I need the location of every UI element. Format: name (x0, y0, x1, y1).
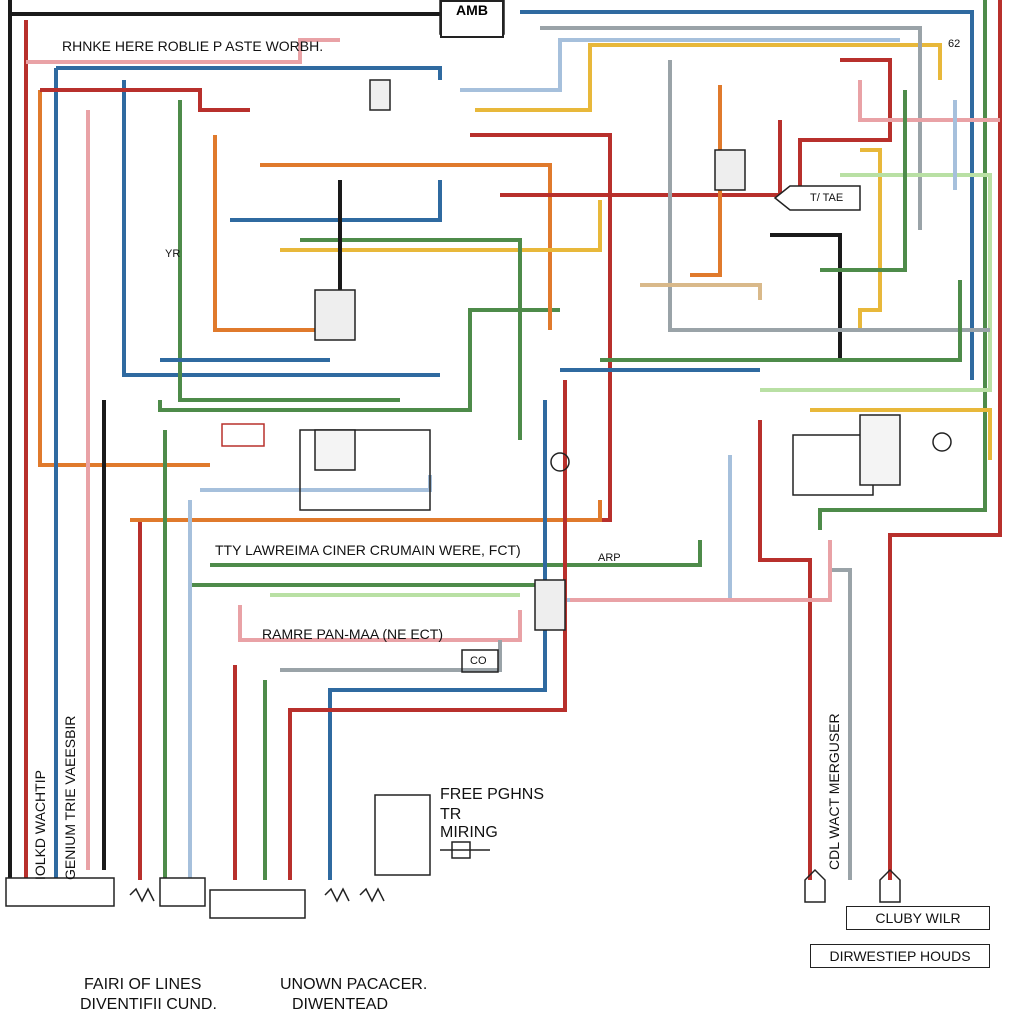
resistor-mid-1 (324, 887, 350, 903)
wire-orange-h1 (260, 163, 552, 330)
top-heading: RHNKE HERE ROBLIE P ASTE WORBH. (62, 38, 324, 54)
bottom-terminal-2 (159, 877, 206, 907)
wire-green-right2 (820, 90, 907, 272)
wire-lightblue-top (460, 38, 900, 92)
wire-pink-right (570, 540, 832, 602)
wire-lightblue-right (540, 455, 732, 602)
bulb-right-1 (804, 868, 826, 903)
wire-lightblue-center (200, 475, 432, 492)
yr-label: YR (165, 248, 181, 260)
connector-right-top (714, 149, 746, 191)
center-relay-inner (314, 429, 356, 471)
wire-red-big (500, 58, 892, 197)
wire-layer (8, 0, 1002, 880)
resistor-mid-2 (359, 887, 385, 903)
box-label-right-1: CLUBY WILR (846, 906, 990, 930)
wire-green-h2 (300, 238, 522, 440)
free-label-line1: FREE PGHNS (440, 786, 545, 803)
wire-pink-lower (238, 605, 522, 642)
wire-red-h3 (758, 420, 812, 880)
bottom-terminal-3 (209, 889, 306, 919)
footer-mid-line2: DIWENTEAD (292, 996, 388, 1013)
wire-yellow-h3 (810, 408, 992, 460)
gauge-symbol (550, 452, 570, 472)
footer-mid-line1: UNOWN PACACER. (280, 976, 428, 993)
brand-logo: AMB (440, 0, 504, 38)
wire-pink-h1 (26, 38, 340, 64)
wire-blue-top (56, 66, 442, 80)
footer-left-line1: FAIRI OF LINES (84, 976, 202, 993)
wire-orange-right (690, 85, 722, 277)
meter-symbol (932, 432, 952, 452)
wire-yellow-h1 (280, 200, 602, 252)
free-label-line3: MIRING (440, 824, 498, 841)
wire-pink-right2 (858, 80, 1000, 122)
wire-green-h3 (600, 280, 962, 362)
free-wiring-plug (451, 841, 471, 859)
wire-gray-lower (280, 640, 502, 672)
wire-gray-top-right (540, 26, 922, 230)
wire-yellow-top (475, 43, 942, 112)
red-fuse-box (221, 423, 265, 447)
wire-green-right (818, 0, 987, 530)
wire-gray-right (668, 60, 990, 332)
bottom-left-terminal (5, 877, 115, 907)
connector-mid-center (314, 289, 356, 341)
tag-label: T/ TAE (810, 192, 844, 204)
num-62-label: 62 (948, 38, 961, 50)
wire-blue-v2 (122, 80, 440, 377)
wire-orange-mid (213, 135, 330, 332)
co-box (461, 649, 499, 673)
wire-blue-top-right (520, 10, 974, 380)
wire-black-right (770, 233, 842, 362)
wire-red-right (888, 0, 1002, 880)
wire-green-center (210, 540, 702, 567)
sub-heading: RAMRE PAN-MAA (NE ECT) (262, 626, 443, 642)
wire-green-v3 (178, 100, 400, 402)
wire-green-mid (158, 308, 560, 412)
wire-tan-right (640, 283, 762, 300)
co-label: CO (470, 655, 487, 667)
wire-red-center (288, 380, 567, 880)
footer-left-line2: DIVENTIFII CUND. (80, 996, 217, 1013)
arp-label: ARP (598, 552, 621, 564)
wire-orange-left (38, 90, 210, 467)
connector-top-center (369, 79, 391, 111)
wire-blue-center (328, 400, 547, 880)
wire-yellow-right (858, 148, 882, 330)
wire-lightgreen-right (760, 173, 992, 392)
logo-main-text: AMB (456, 2, 488, 18)
wire-orange-center (130, 500, 602, 522)
bulb-right-2 (879, 868, 901, 903)
vertical-label-left-2: GENIUM TRIE VAEESBIR (62, 715, 78, 880)
tag-shape (773, 185, 861, 211)
wire-red-top (40, 88, 250, 112)
connector-junction (534, 579, 566, 631)
wire-red-h2 (138, 133, 612, 880)
free-label-line2: TR (440, 806, 462, 823)
resistor-left-1 (129, 887, 155, 903)
free-wiring-box (374, 794, 431, 876)
box-label-right-2: DIRWESTIEP HOUDS (810, 944, 990, 968)
mid-heading: TTY LAWREIMA CINER CRUMAIN WERE, FCT) (215, 542, 521, 558)
vertical-label-left-1: IOLKD WACHTIP (32, 770, 48, 880)
right-module-inner (859, 414, 901, 486)
vertical-label-right: CDL WACT MERGUSER (826, 713, 842, 870)
center-relay-box (299, 429, 431, 511)
wire-blue-h1 (230, 180, 442, 222)
